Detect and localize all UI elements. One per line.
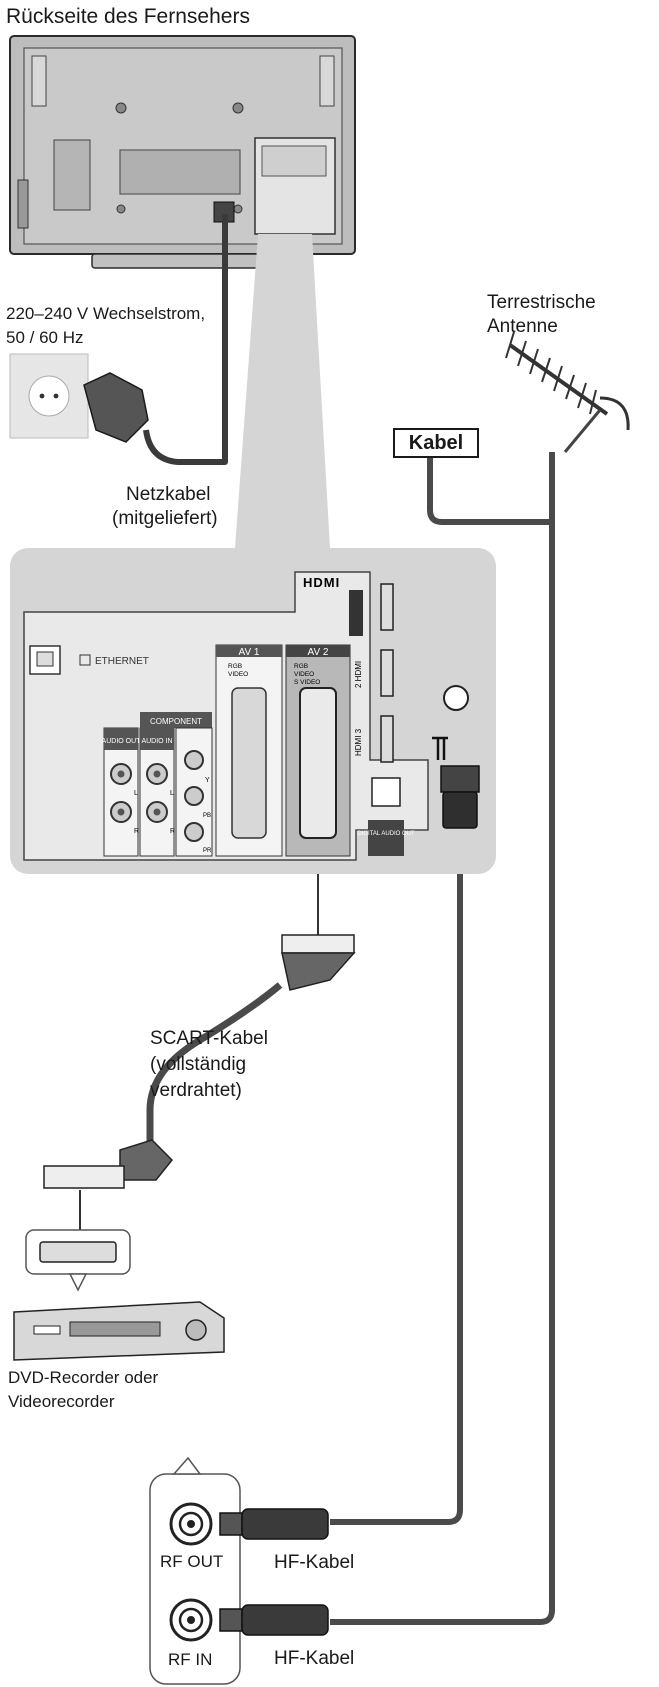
component-y-jack bbox=[184, 750, 204, 770]
rf-terminal-callout bbox=[149, 1456, 241, 1685]
netzkabel-label-line1: Netzkabel bbox=[126, 484, 211, 505]
zoom-funnel bbox=[235, 234, 330, 548]
hdmi-3-jack bbox=[380, 715, 394, 763]
tv-screw bbox=[115, 102, 127, 114]
svg-text:PR: PR bbox=[203, 848, 212, 854]
tv-back-label: Rückseite des Fernsehers bbox=[6, 5, 250, 28]
tv-back-illustration bbox=[9, 35, 356, 269]
rf-in-label: RF IN bbox=[168, 1650, 213, 1669]
tv-stand bbox=[91, 253, 269, 269]
scart-socket bbox=[39, 1241, 117, 1263]
hf-plug-rf-in-body bbox=[241, 1604, 329, 1636]
scart-plug-tv-body bbox=[281, 952, 356, 991]
hf-plug-rf-out bbox=[219, 1512, 243, 1536]
svg-text:VIDEO: VIDEO bbox=[294, 671, 314, 678]
hf-plug-rf-in bbox=[219, 1608, 243, 1632]
scart-plug-tv bbox=[281, 934, 355, 954]
av2-label: AV 2 bbox=[308, 647, 329, 658]
tv-terminal-detail bbox=[261, 145, 327, 177]
antenna-label-line2: Antenne bbox=[487, 316, 558, 337]
component-section bbox=[140, 712, 212, 728]
hf-plug-rf-out-body bbox=[241, 1508, 329, 1540]
power-label-line2: 50 / 60 Hz bbox=[6, 328, 84, 347]
hdmi-logo: HDMI bbox=[303, 575, 340, 590]
cable-antenna-to-rf-in bbox=[330, 452, 555, 1625]
scart-plug-recorder-body bbox=[119, 1139, 174, 1181]
scart-label-line3: verdrahtet) bbox=[150, 1080, 242, 1101]
outlet-hole bbox=[53, 393, 59, 399]
tv-screw bbox=[116, 204, 126, 214]
dvd-recorder-illustration bbox=[13, 1301, 225, 1361]
audio-in-l-label: L bbox=[170, 790, 174, 797]
av2-scart-socket bbox=[299, 687, 337, 839]
power-plug bbox=[83, 372, 149, 443]
svg-text:VIDEO: VIDEO bbox=[228, 671, 248, 678]
antenna-label-line1: Terrestrische bbox=[487, 292, 596, 313]
hdmi-2-label: 2 HDMI bbox=[354, 661, 363, 688]
digital-audio-out-label: DIGITAL AUDIO OUT bbox=[357, 831, 415, 837]
recorder-label-line2: Videorecorder bbox=[8, 1392, 115, 1411]
audio-in-label: AUDIO IN bbox=[141, 738, 172, 745]
scart-plug-recorder bbox=[43, 1165, 125, 1189]
scart-label-line2: (vollständig bbox=[150, 1054, 247, 1075]
svg-text:S VIDEO: S VIDEO bbox=[294, 679, 320, 686]
hdmi-1-jack bbox=[380, 583, 394, 631]
hdmi-1-port bbox=[349, 590, 363, 636]
tv-vent-right bbox=[319, 55, 335, 107]
cable-kabel-feed bbox=[427, 458, 550, 525]
ethernet-label: ETHERNET bbox=[95, 656, 149, 667]
av1-label: AV 1 bbox=[239, 647, 260, 658]
tv-screw bbox=[233, 204, 243, 214]
scart-label-line1: SCART-Kabel bbox=[150, 1028, 268, 1049]
power-label-line1: 220–240 V Wechselstrom, bbox=[6, 304, 206, 323]
antenna-terminal bbox=[443, 685, 469, 711]
svg-text:PB: PB bbox=[203, 813, 211, 819]
svg-text:RGB: RGB bbox=[294, 663, 308, 670]
terminal-panel: ETHERNET AUDIO OUT L R AUDIO IN L R COMP… bbox=[10, 548, 496, 874]
hf-kabel-label-1: HF-Kabel bbox=[274, 1552, 355, 1573]
hdmi-3-label: HDMI 3 bbox=[354, 728, 363, 756]
kabel-label: Kabel bbox=[393, 428, 479, 458]
terrestrial-antenna-group bbox=[505, 331, 630, 453]
audio-out-r-label: R bbox=[134, 828, 139, 835]
cable-scart bbox=[146, 982, 283, 1150]
digital-audio-out-port bbox=[371, 777, 401, 807]
tv-side-buttons bbox=[17, 179, 29, 229]
audio-in-r-label: R bbox=[170, 828, 175, 835]
hf-kabel-label-2: HF-Kabel bbox=[274, 1648, 355, 1669]
av1-scart-socket bbox=[231, 687, 267, 839]
power-outlet-group bbox=[9, 214, 228, 465]
power-cable bbox=[143, 214, 228, 465]
component-label: COMPONENT bbox=[150, 717, 202, 726]
cable-hf-rf-out-to-tv bbox=[330, 760, 463, 1525]
rf-out-label: RF OUT bbox=[160, 1552, 224, 1571]
component-pb-jack bbox=[184, 786, 204, 806]
antenna-symbol bbox=[432, 736, 448, 760]
recorder-label-line1: DVD-Recorder oder bbox=[8, 1368, 159, 1387]
tv-left-block bbox=[53, 139, 91, 211]
tv-center-block bbox=[119, 149, 241, 195]
netzkabel-label-line2: (mitgeliefert) bbox=[112, 508, 218, 529]
coax-plug-tv bbox=[440, 765, 480, 793]
outlet-socket bbox=[28, 375, 70, 417]
outlet-hole bbox=[39, 393, 45, 399]
hdmi-2-jack bbox=[380, 649, 394, 697]
audio-out-l-label: L bbox=[134, 790, 138, 797]
svg-text:Y: Y bbox=[205, 777, 210, 784]
tv-vent-left bbox=[31, 55, 47, 107]
svg-text:RGB: RGB bbox=[228, 663, 242, 670]
tv-screw bbox=[232, 102, 244, 114]
component-pr-jack bbox=[184, 822, 204, 842]
coax-plug-body bbox=[442, 791, 478, 829]
audio-out-label: AUDIO OUT bbox=[102, 738, 142, 745]
